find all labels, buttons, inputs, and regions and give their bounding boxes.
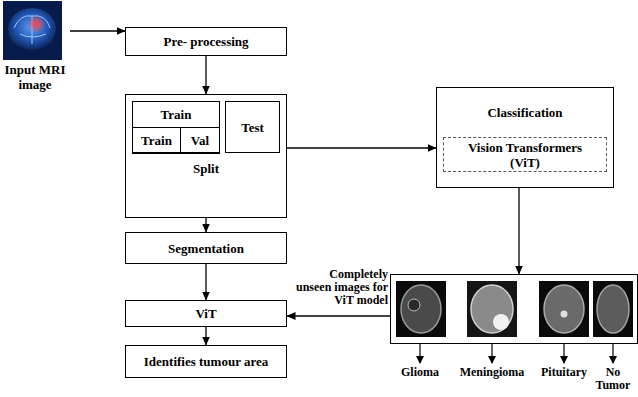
- box-text: Train: [141, 133, 172, 148]
- box-text: Pre- processing: [163, 34, 248, 49]
- process-box: SplitTrainTrainValTest: [125, 94, 287, 218]
- box-heading: Input MRI image: [0, 62, 70, 92]
- class-label: No Tumor: [593, 366, 633, 392]
- box-text: Val: [191, 133, 209, 148]
- mri-tumour-glow: [27, 15, 45, 33]
- class-label: Glioma: [395, 366, 445, 379]
- class-label: Meningioma: [454, 366, 530, 379]
- box-text: Identifies tumour area: [144, 354, 268, 369]
- process-box: Train: [132, 127, 181, 154]
- mri-brain: [401, 285, 441, 333]
- mri-brain: [597, 285, 629, 333]
- mri-lesion: [493, 314, 509, 330]
- box-text: ViT: [195, 306, 216, 321]
- flow-arrow: [205, 56, 206, 94]
- class-leader: [563, 344, 564, 363]
- mri-icon-bg: [3, 1, 62, 60]
- process-box: TrainTrainVal: [132, 101, 220, 153]
- flow-arrow: [518, 188, 519, 274]
- class-leader: [612, 344, 613, 363]
- mri-sample: [396, 281, 446, 337]
- process-box: GliomaMeningiomaPituitaryNo Tumor: [390, 274, 638, 344]
- process-box: Segmentation: [125, 232, 287, 264]
- process-box: Identifies tumour area: [125, 345, 287, 378]
- class-label: Pituitary: [534, 366, 594, 379]
- box-heading: Train: [133, 107, 219, 122]
- class-leader: [491, 344, 492, 363]
- mri-brain: [8, 8, 56, 50]
- box-text: Vision Transformers (ViT): [462, 140, 588, 170]
- mri-brain-folds: [14, 16, 50, 44]
- flow-arrow: [205, 218, 206, 232]
- edge-label: Completely unseen images for ViT model: [292, 268, 388, 307]
- flow-arrow: [287, 315, 390, 316]
- process-box: ClassificationVision Transformers (ViT): [436, 87, 614, 188]
- box-heading: Split: [126, 161, 286, 176]
- mri-sample: [539, 281, 589, 337]
- process-box: Pre- processing: [125, 27, 287, 56]
- mri-lesion: [561, 311, 568, 318]
- process-box: ViT: [125, 300, 287, 327]
- mri-brain: [544, 285, 584, 333]
- mri-sample: [593, 281, 633, 337]
- flow-arrow: [205, 264, 206, 300]
- mri-lesion: [408, 299, 420, 311]
- model-box: Vision Transformers (ViT): [443, 137, 607, 172]
- image-node: Input MRI image: [0, 0, 70, 92]
- box-text: Segmentation: [168, 241, 244, 256]
- box-heading: Classification: [437, 105, 613, 120]
- flow-arrow: [70, 30, 125, 31]
- box-text: Test: [241, 120, 264, 135]
- flow-arrow: [287, 147, 436, 148]
- class-leader: [419, 344, 420, 363]
- process-box: Test: [225, 101, 280, 153]
- mri-sample: [467, 281, 517, 337]
- mri-brain: [471, 285, 513, 333]
- process-box: Val: [180, 127, 220, 154]
- flow-arrow: [205, 327, 206, 345]
